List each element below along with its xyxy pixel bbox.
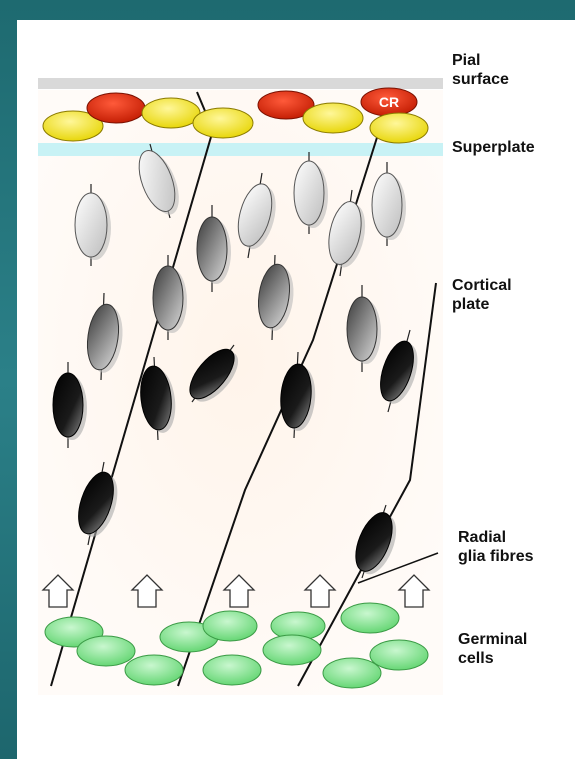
germinal-cell [263,635,321,665]
cortical-plate-label: Cortical plate [452,276,512,314]
yellow-cell [303,103,363,133]
superplate-label: Superplate [452,138,535,157]
yellow-cell [142,98,200,128]
radial-glia-fibres-label: Radial glia fibres [458,528,534,566]
germinal-cell [323,658,381,688]
pial-surface-label: Pial surface [452,51,509,89]
superplate-band [38,143,443,156]
germinal-cell [203,655,261,685]
germinal-cell [203,611,257,641]
figure-panel: CR Pial surface Superplate Cortical plat… [17,20,575,759]
pial-surface-band [38,78,443,89]
cr-cell [87,93,145,123]
germinal-cell [370,640,428,670]
yellow-cell [193,108,253,138]
germinal-cells-label: Germinal cells [458,630,527,668]
germinal-cell [77,636,135,666]
germinal-cell [125,655,183,685]
cr-label: CR [379,94,399,110]
yellow-cell [370,113,428,143]
germinal-cell [341,603,399,633]
